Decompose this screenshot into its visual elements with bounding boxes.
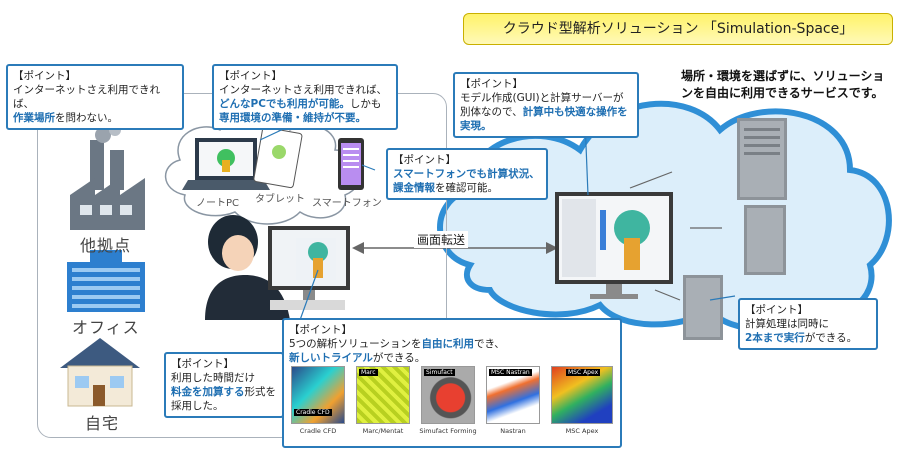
office-building-icon (67, 250, 145, 312)
callout-head: 【ポイント】 (460, 78, 523, 90)
callout-highlight: どんなPCでも利用が可能。 (219, 98, 350, 110)
solution-label-cradle-cfd: Cradle CFD (299, 427, 337, 435)
callout-head: 【ポイント】 (745, 304, 808, 316)
title-banner: クラウド型解析ソリューション 「Simulation-Space」 (463, 13, 893, 45)
callout-head: 【ポイント】 (393, 154, 456, 166)
thumbnail-tag: Marc (359, 369, 378, 376)
callout-highlight: 作業場所 (13, 112, 55, 124)
callout-head: 【ポイント】 (171, 358, 234, 370)
callout-text: 5つの解析ソリューションを (289, 338, 422, 350)
thumbnail-marc: Marc (356, 366, 410, 424)
thumbnail-tag: Cradle CFD (294, 409, 332, 416)
solution-label-nastran: Nastran (500, 427, 526, 435)
callout-text: を確認可能。 (435, 182, 498, 194)
callout-highlight: 料金を加算する (171, 386, 245, 398)
callout-any-pc: 【ポイント】 インターネットさえ利用できれば、 どんなPCでも利用が可能。しかも… (212, 64, 398, 130)
thumbnail-nastran: MSC Nastran (486, 366, 540, 424)
callout-highlight: 計算中も快適な操作を実現。 (460, 106, 628, 132)
solution-label-msc-apex: MSC Apex (565, 427, 599, 435)
callout-highlight: 自由に利用 (421, 338, 474, 350)
callout-parallel-jobs: 【ポイント】 計算処理は同時に 2本まで実行ができる。 (738, 298, 878, 350)
callout-text: 計算処理は同時に (745, 318, 829, 330)
callout-text: しかも (349, 98, 382, 110)
callout-text: モデル作成(GUI)と計算サーバーが別体なので、 (460, 92, 624, 118)
callout-text: インターネットさえ利用できれば、 (13, 84, 160, 110)
label-office: オフィス (72, 318, 140, 337)
callout-text: インターネットさえ利用できれば、 (219, 84, 387, 96)
cloud-heading: 場所・環境を選ばずに、ソリューションを自由に利用できるサービスです。 (681, 69, 885, 100)
callout-highlight: 専用環境の準備・維持が不要。 (219, 112, 366, 124)
callout-text: 形式を採用した。 (171, 386, 276, 412)
server-link-arrows (629, 171, 722, 301)
label-branch: 他拠点 (80, 236, 132, 255)
callout-text: でき、 (473, 338, 505, 350)
factory-icon (70, 124, 145, 230)
callout-billing: 【ポイント】 利用した時間だけ 料金を加算する形式を採用した。 (164, 352, 284, 418)
callout-smartphone: 【ポイント】 スマートフォンでも計算状況、 課金情報を確認可能。 (386, 148, 548, 200)
laptop-icon (182, 138, 270, 190)
server-rack-icon (683, 118, 787, 340)
callout-text: 利用した時間だけ (171, 372, 255, 384)
label-screen-transfer: 画面転送 (414, 231, 469, 248)
callout-highlight: スマートフォンでも計算状況、 (393, 168, 540, 180)
smartphone-icon (338, 138, 364, 190)
callout-highlight: 2本まで実行 (745, 332, 805, 344)
callout-head: 【ポイント】 (219, 70, 282, 82)
label-tablet: タブレット (255, 194, 305, 205)
tablet-icon (253, 126, 303, 189)
thumbnail-tag: Simufact (424, 369, 455, 376)
callout-text: ができる。 (372, 352, 426, 364)
callout-gui-server: 【ポイント】 モデル作成(GUI)と計算サーバーが別体なので、計算中も快適な操作… (453, 72, 639, 138)
cloud-monitor (555, 192, 673, 299)
thumbnail-tag: MSC Nastran (489, 369, 532, 376)
thumbnail-simufact: Simufact (421, 366, 475, 424)
callout-highlight: 課金情報 (393, 182, 435, 194)
label-notebook: ノートPC (196, 198, 240, 209)
thumbnail-msc-apex: MSC Apex (551, 366, 613, 424)
label-smartphone: スマートフォン (312, 198, 382, 209)
label-home: 自宅 (85, 414, 120, 433)
callout-workplace: 【ポイント】 インターネットさえ利用できれば、 作業場所を問わない。 (6, 64, 184, 130)
solution-label-marc-mentat: Marc/Mentat (362, 427, 404, 435)
callout-head: 【ポイント】 (13, 70, 76, 82)
callout-text: ができる。 (804, 332, 858, 344)
house-icon (60, 338, 140, 407)
callout-highlight: 新しいトライアル (289, 352, 373, 364)
user-at-desk-illustration (205, 215, 350, 320)
solution-label-simufact-forming: Simufact Forming (419, 427, 477, 435)
thumbnail-tag: MSC Apex (566, 369, 601, 376)
callout-text: を問わない。 (55, 112, 118, 124)
thumbnail-cradle-cfd: Cradle CFD (291, 366, 345, 424)
screen-transfer-arrow (352, 242, 558, 254)
callout-head: 【ポイント】 (289, 324, 352, 336)
